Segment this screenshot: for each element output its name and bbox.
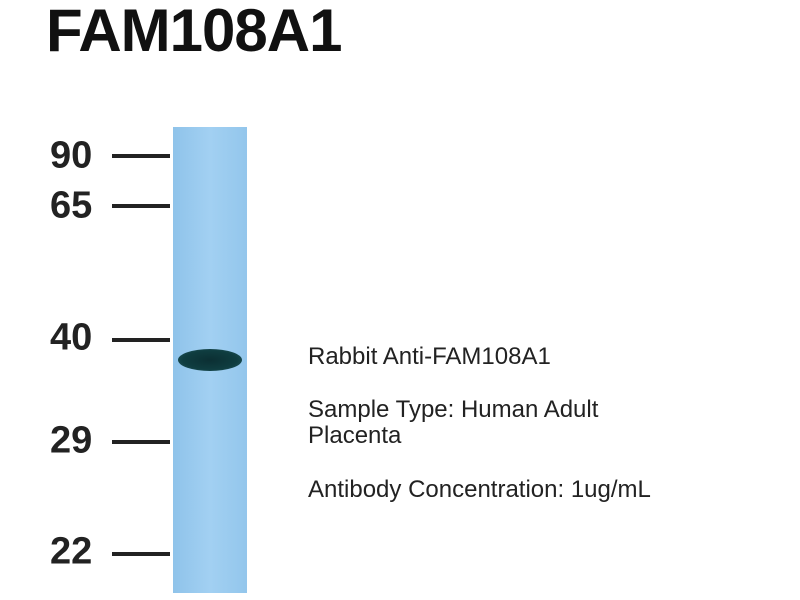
- marker-90-tick: [112, 154, 170, 158]
- sample-type-label: Sample Type: Human Adult: [308, 396, 599, 423]
- sample-type-label-cont: Placenta: [308, 422, 402, 449]
- marker-65: 65: [50, 184, 93, 227]
- marker-65-tick: [112, 204, 170, 208]
- marker-29-tick: [112, 440, 170, 444]
- marker-22: 22: [50, 530, 93, 573]
- marker-40-tick: [112, 338, 170, 342]
- marker-90: 90: [50, 134, 93, 177]
- marker-40: 40: [50, 316, 93, 359]
- marker-29: 29: [50, 419, 93, 462]
- blot-title: FAM108A1: [46, 0, 342, 64]
- antibody-label: Rabbit Anti-FAM108A1: [308, 343, 551, 370]
- marker-22-tick: [112, 552, 170, 556]
- protein-band: [178, 349, 242, 371]
- concentration-label: Antibody Concentration: 1ug/mL: [308, 476, 651, 503]
